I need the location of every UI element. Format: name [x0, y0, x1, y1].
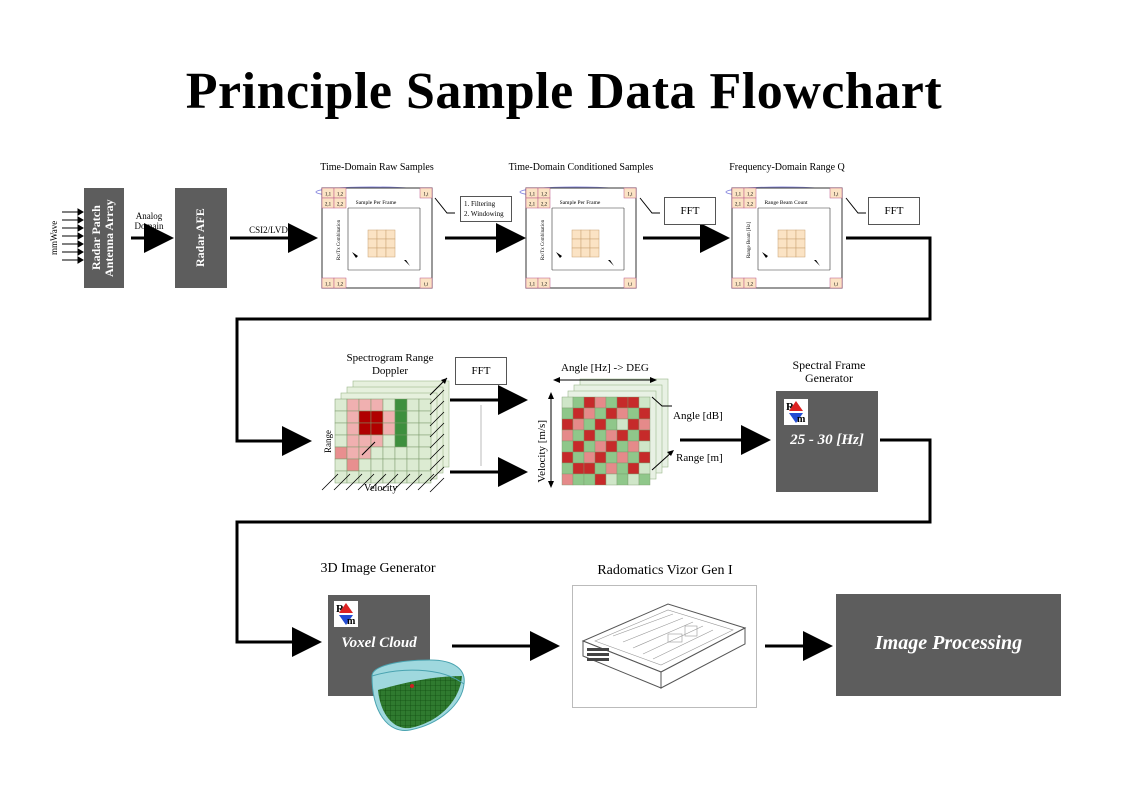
svg-text:2,1: 2,1	[735, 203, 742, 208]
svg-text:2,1: 2,1	[529, 203, 536, 208]
svg-text:1,1: 1,1	[529, 193, 536, 198]
side-frame-label: Range Beam [Hz]	[747, 222, 752, 258]
inner-frame-label: Sample Per Frame	[356, 200, 397, 206]
image-generator-title: 3D Image Generator	[320, 561, 436, 576]
voxel-cloud-label: Voxel Cloud	[341, 635, 417, 651]
vizor-title: Radomatics Vizor Gen I	[597, 563, 733, 578]
angle-top-label: Angle [Hz] -> DEG	[561, 362, 649, 374]
side-frame-label: Rx/Tx Combination	[337, 219, 342, 260]
wave-arrows-icon	[62, 208, 84, 264]
fft-box-3: FFT	[455, 357, 507, 385]
svg-text:m: m	[797, 414, 806, 425]
antenna-array-box: Radar Patch Antenna Array	[84, 188, 124, 288]
sample-frame-icon: 1,1 1,2 2,1 2,2 1,i 1,1 1,2 i,i Range Beam Count…	[725, 186, 843, 289]
svg-text:1,1: 1,1	[325, 193, 332, 198]
inner-frame-label: Sample Per Frame	[560, 200, 601, 206]
range-q-stage: Frequency-Domain Range Q 1,1 1,2 2,1 2,2 1,i…	[722, 160, 852, 292]
frame-rate-label: 25 - 30 [Hz]	[790, 432, 864, 448]
svg-text:1,1: 1,1	[735, 283, 742, 288]
fft-box-1: FFT	[664, 197, 716, 225]
windowing-item: 2. Windowing	[464, 210, 504, 218]
range-q-title: Frequency-Domain Range Q	[729, 162, 845, 173]
device-icon	[581, 603, 747, 689]
fft-box-2: FFT	[868, 197, 920, 225]
svg-text:R: R	[786, 401, 795, 413]
svg-text:i,i: i,i	[834, 283, 839, 288]
page-title: Principle Sample Data Flowchart	[185, 63, 943, 120]
vizor-device-frame	[572, 585, 757, 708]
svg-text:1,2: 1,2	[541, 283, 548, 288]
svg-text:1,2: 1,2	[337, 193, 344, 198]
sample-frame-icon: 1,1 1,2 2,1 2,2 1,i 1,1 1,2 i,i Sample Per Frame…	[315, 186, 433, 289]
analog-domain-label: Analog Domain	[134, 211, 164, 231]
svg-text:1,i: 1,i	[833, 193, 839, 198]
svg-text:1,i: 1,i	[627, 193, 633, 198]
svg-text:1,1: 1,1	[325, 283, 332, 288]
image-processing-box: Image Processing	[836, 594, 1061, 696]
svg-text:2,1: 2,1	[325, 203, 332, 208]
sample-frame-icon: 1,1 1,2 2,1 2,2 1,i 1,1 1,2 i,i Sample Per Frame…	[519, 186, 637, 289]
angle-db-label: Angle [dB]	[673, 410, 723, 422]
spectrogram-title: Spectrogram Range Doppler	[346, 352, 434, 377]
svg-text:1,2: 1,2	[747, 193, 754, 198]
svg-text:R: R	[336, 603, 345, 615]
range-m-label: Range [m]	[676, 452, 723, 464]
radar-afe-box: Radar AFE	[175, 188, 227, 288]
conditioned-samples-stage: Time-Domain Conditioned Samples 1,1 1,2 2,…	[509, 160, 653, 292]
spectral-frame-title: Spectral Frame Generator	[792, 358, 866, 385]
svg-text:i,i: i,i	[628, 283, 633, 288]
svg-text:1,2: 1,2	[541, 193, 548, 198]
raw-samples-title: Time-Domain Raw Samples	[320, 162, 434, 173]
svg-text:2,2: 2,2	[747, 203, 754, 208]
inner-frame-label: Range Beam Count	[764, 200, 808, 206]
svg-text:1,i: 1,i	[423, 193, 429, 198]
svg-text:2,2: 2,2	[541, 203, 548, 208]
interface-label: CSI2/LVDS	[249, 225, 293, 235]
conditioned-samples-title: Time-Domain Conditioned Samples	[508, 162, 654, 173]
image-processing-label: Image Processing	[874, 632, 1023, 654]
svg-text:i,i: i,i	[424, 283, 429, 288]
filter-item: 1. Filtering	[464, 200, 496, 208]
mmwave-block: mmWave	[48, 208, 84, 268]
side-frame-label: Rx/Tx Combination	[541, 219, 546, 260]
velocity-axis-label: Velocity	[364, 483, 398, 494]
svg-text:1,1: 1,1	[529, 283, 536, 288]
svg-text:2,2: 2,2	[337, 203, 344, 208]
svg-text:1,2: 1,2	[747, 283, 754, 288]
svg-text:1,2: 1,2	[337, 283, 344, 288]
svg-text:m: m	[347, 616, 356, 627]
filter-box: 1. Filtering 2. Windowing	[460, 196, 512, 222]
svg-text:1,1: 1,1	[735, 193, 742, 198]
